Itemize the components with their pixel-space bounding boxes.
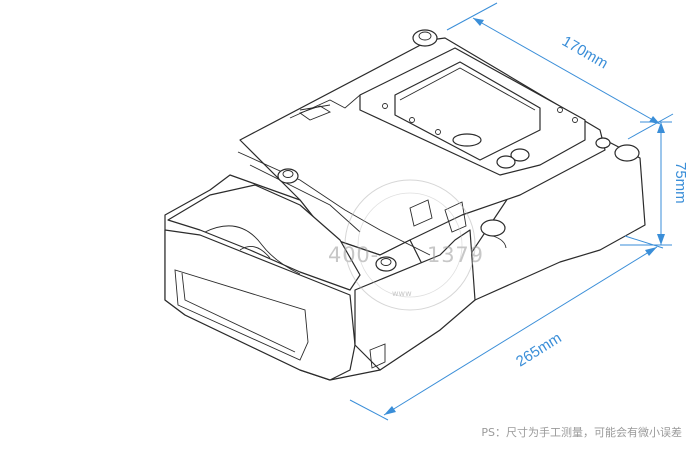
meter-lower-right [354,229,476,371]
seal-screw-top [412,29,438,47]
watermark: 400-1379 www [328,179,483,311]
seal-screw-mid [480,219,507,249]
lcd-screen [394,61,541,161]
dimension-height-label: 75mm [672,162,689,204]
seal-screw-left [277,168,299,184]
measurement-note: PS：尺寸为手工测量，可能会有微小误差 [481,426,682,439]
terminal-recess [174,269,309,361]
seal-screw-front [375,256,397,272]
meter-body [164,29,646,381]
button-1 [510,148,530,162]
watermark-url: www [392,289,412,298]
indicator-slot [452,133,482,147]
watermark-number: 400-1379 [328,243,483,267]
terminal-cover-top [167,184,361,291]
dimension-length-label: 265mm [513,329,564,370]
button-2 [496,155,516,169]
seal-screw-right [595,137,640,162]
dimension-height: 75mm [620,121,689,246]
dimension-width-label: 170mm [559,33,611,73]
